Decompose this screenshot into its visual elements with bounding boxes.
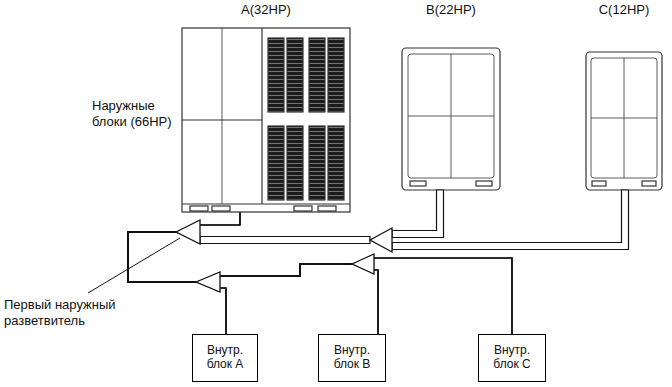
main-pipe — [392, 190, 444, 238]
panel-line — [222, 120, 223, 204]
base-foot — [318, 206, 336, 211]
panel-line — [408, 116, 494, 117]
branch-joint — [352, 254, 374, 274]
base-foot — [212, 206, 230, 211]
grille — [328, 38, 344, 112]
base-foot — [642, 181, 656, 186]
grille — [287, 126, 303, 200]
unit-label: A(32HP) — [182, 3, 350, 18]
refrigerant-pipe — [128, 212, 378, 334]
grille — [328, 126, 344, 200]
main-pipe — [200, 237, 370, 244]
box-label: Внутр. блок C — [479, 342, 545, 374]
panel-line — [591, 118, 657, 119]
unit-housing — [586, 52, 662, 190]
outdoor-unit-b — [402, 48, 500, 190]
box-label: Внутр. блок A — [193, 342, 257, 374]
branch-joint — [370, 228, 392, 252]
unit-housing — [402, 48, 500, 190]
indoor-unit-box: Внутр. блок A — [192, 334, 258, 382]
main-pipe — [392, 190, 629, 250]
base-foot — [592, 181, 606, 186]
box-label: Внутр. блок B — [319, 342, 385, 374]
unit-housing — [182, 28, 350, 212]
indoor-unit-box: Внутр. блок B — [318, 334, 386, 382]
callout-label: Наружные блоки (66HP) — [92, 98, 180, 129]
unit-label: B(22HP) — [402, 3, 500, 18]
panel-line — [261, 28, 262, 204]
panel-line — [222, 28, 223, 120]
callout-label: Первый наружный разветвитель — [4, 297, 126, 328]
indoor-unit-box: Внутр. блок C — [478, 334, 546, 382]
outdoor-unit: C(12HP) — [586, 3, 662, 190]
panel-line — [591, 58, 657, 178]
branch-joint — [196, 272, 220, 292]
unit-label: C(12HP) — [586, 3, 662, 18]
base-line — [182, 203, 350, 204]
grille — [287, 38, 303, 112]
outdoor-unit-a — [182, 28, 350, 212]
outdoor-unit: B(22HP) — [402, 3, 500, 190]
base-foot — [190, 206, 208, 211]
base-foot — [294, 206, 312, 211]
refrigerant-pipe — [128, 212, 512, 334]
grille — [268, 38, 284, 112]
branch-joint — [176, 220, 200, 244]
grille — [309, 38, 325, 112]
grille — [309, 126, 325, 200]
base-foot — [410, 181, 426, 186]
panel-line — [408, 54, 494, 178]
outdoor-unit: A(32HP) — [182, 3, 350, 212]
refrigerant-pipe — [128, 212, 240, 334]
leader-line — [88, 238, 180, 293]
grille — [268, 126, 284, 200]
base-foot — [476, 181, 492, 186]
outdoor-unit-c — [586, 52, 662, 190]
